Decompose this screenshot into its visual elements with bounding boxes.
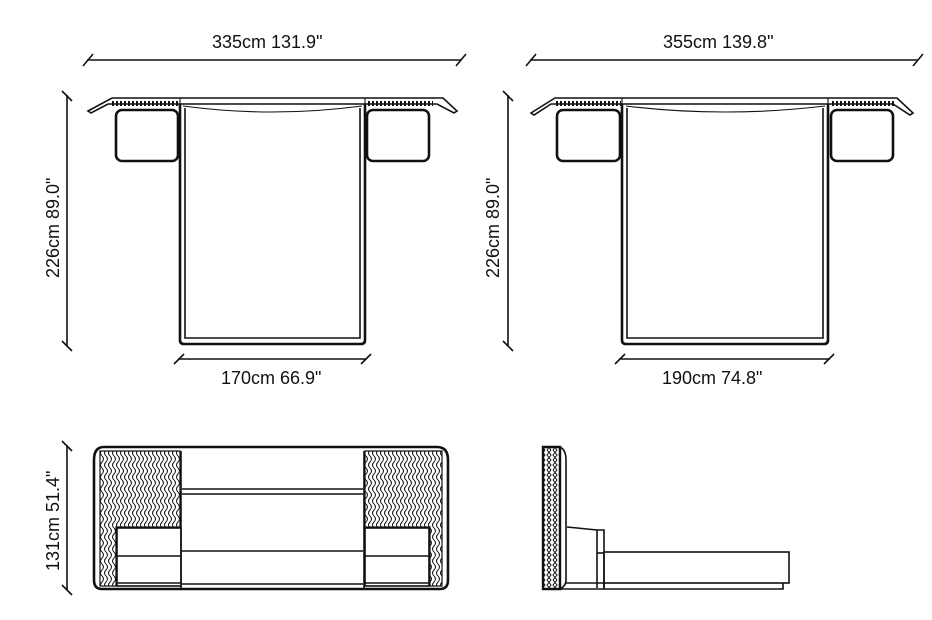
bed-base-side: [566, 582, 784, 590]
label-overall-width-large: 355cm 139.8": [663, 32, 774, 52]
bed-frame: [178, 104, 367, 346]
dimension-line-overall-width: [525, 53, 924, 67]
label-height-front: 131cm 51.4": [43, 470, 63, 571]
bed-frame: [620, 104, 830, 346]
dimension-line-length: [61, 90, 73, 352]
nightstand-left: [555, 108, 622, 163]
nightstand-right: [365, 108, 431, 163]
top-view-large: [502, 53, 924, 365]
woven-panel-left: [99, 450, 181, 587]
nightstand-left: [114, 108, 180, 163]
headboard-outline: [92, 445, 450, 591]
side-view: [541, 445, 790, 591]
label-length-large: 226cm 89.0": [483, 177, 503, 278]
nightstand-left-front: [116, 527, 182, 587]
nightstand-side: [566, 526, 605, 588]
dimension-line-overall-width: [82, 53, 467, 67]
nightstand-right: [829, 108, 895, 163]
bed-front: [180, 451, 365, 588]
dimension-line-height: [61, 440, 73, 596]
dimension-line-bed-width: [173, 353, 372, 365]
dimension-line-bed-width: [614, 353, 835, 365]
label-bed-width-small: 170cm 66.9": [221, 368, 322, 388]
label-length-small: 226cm 89.0": [43, 177, 63, 278]
nightstand-right-front: [364, 527, 430, 587]
label-overall-width-small: 335cm 131.9": [212, 32, 323, 52]
headboard: [529, 97, 915, 116]
top-view-small: [61, 53, 467, 365]
front-view: [61, 440, 450, 596]
dimension-line-length: [502, 90, 514, 352]
label-bed-width-large: 190cm 74.8": [662, 368, 763, 388]
woven-panel-right: [364, 450, 443, 587]
headboard-side: [541, 445, 562, 591]
mattress-side: [603, 551, 790, 584]
headboard-cushion: [559, 446, 567, 590]
